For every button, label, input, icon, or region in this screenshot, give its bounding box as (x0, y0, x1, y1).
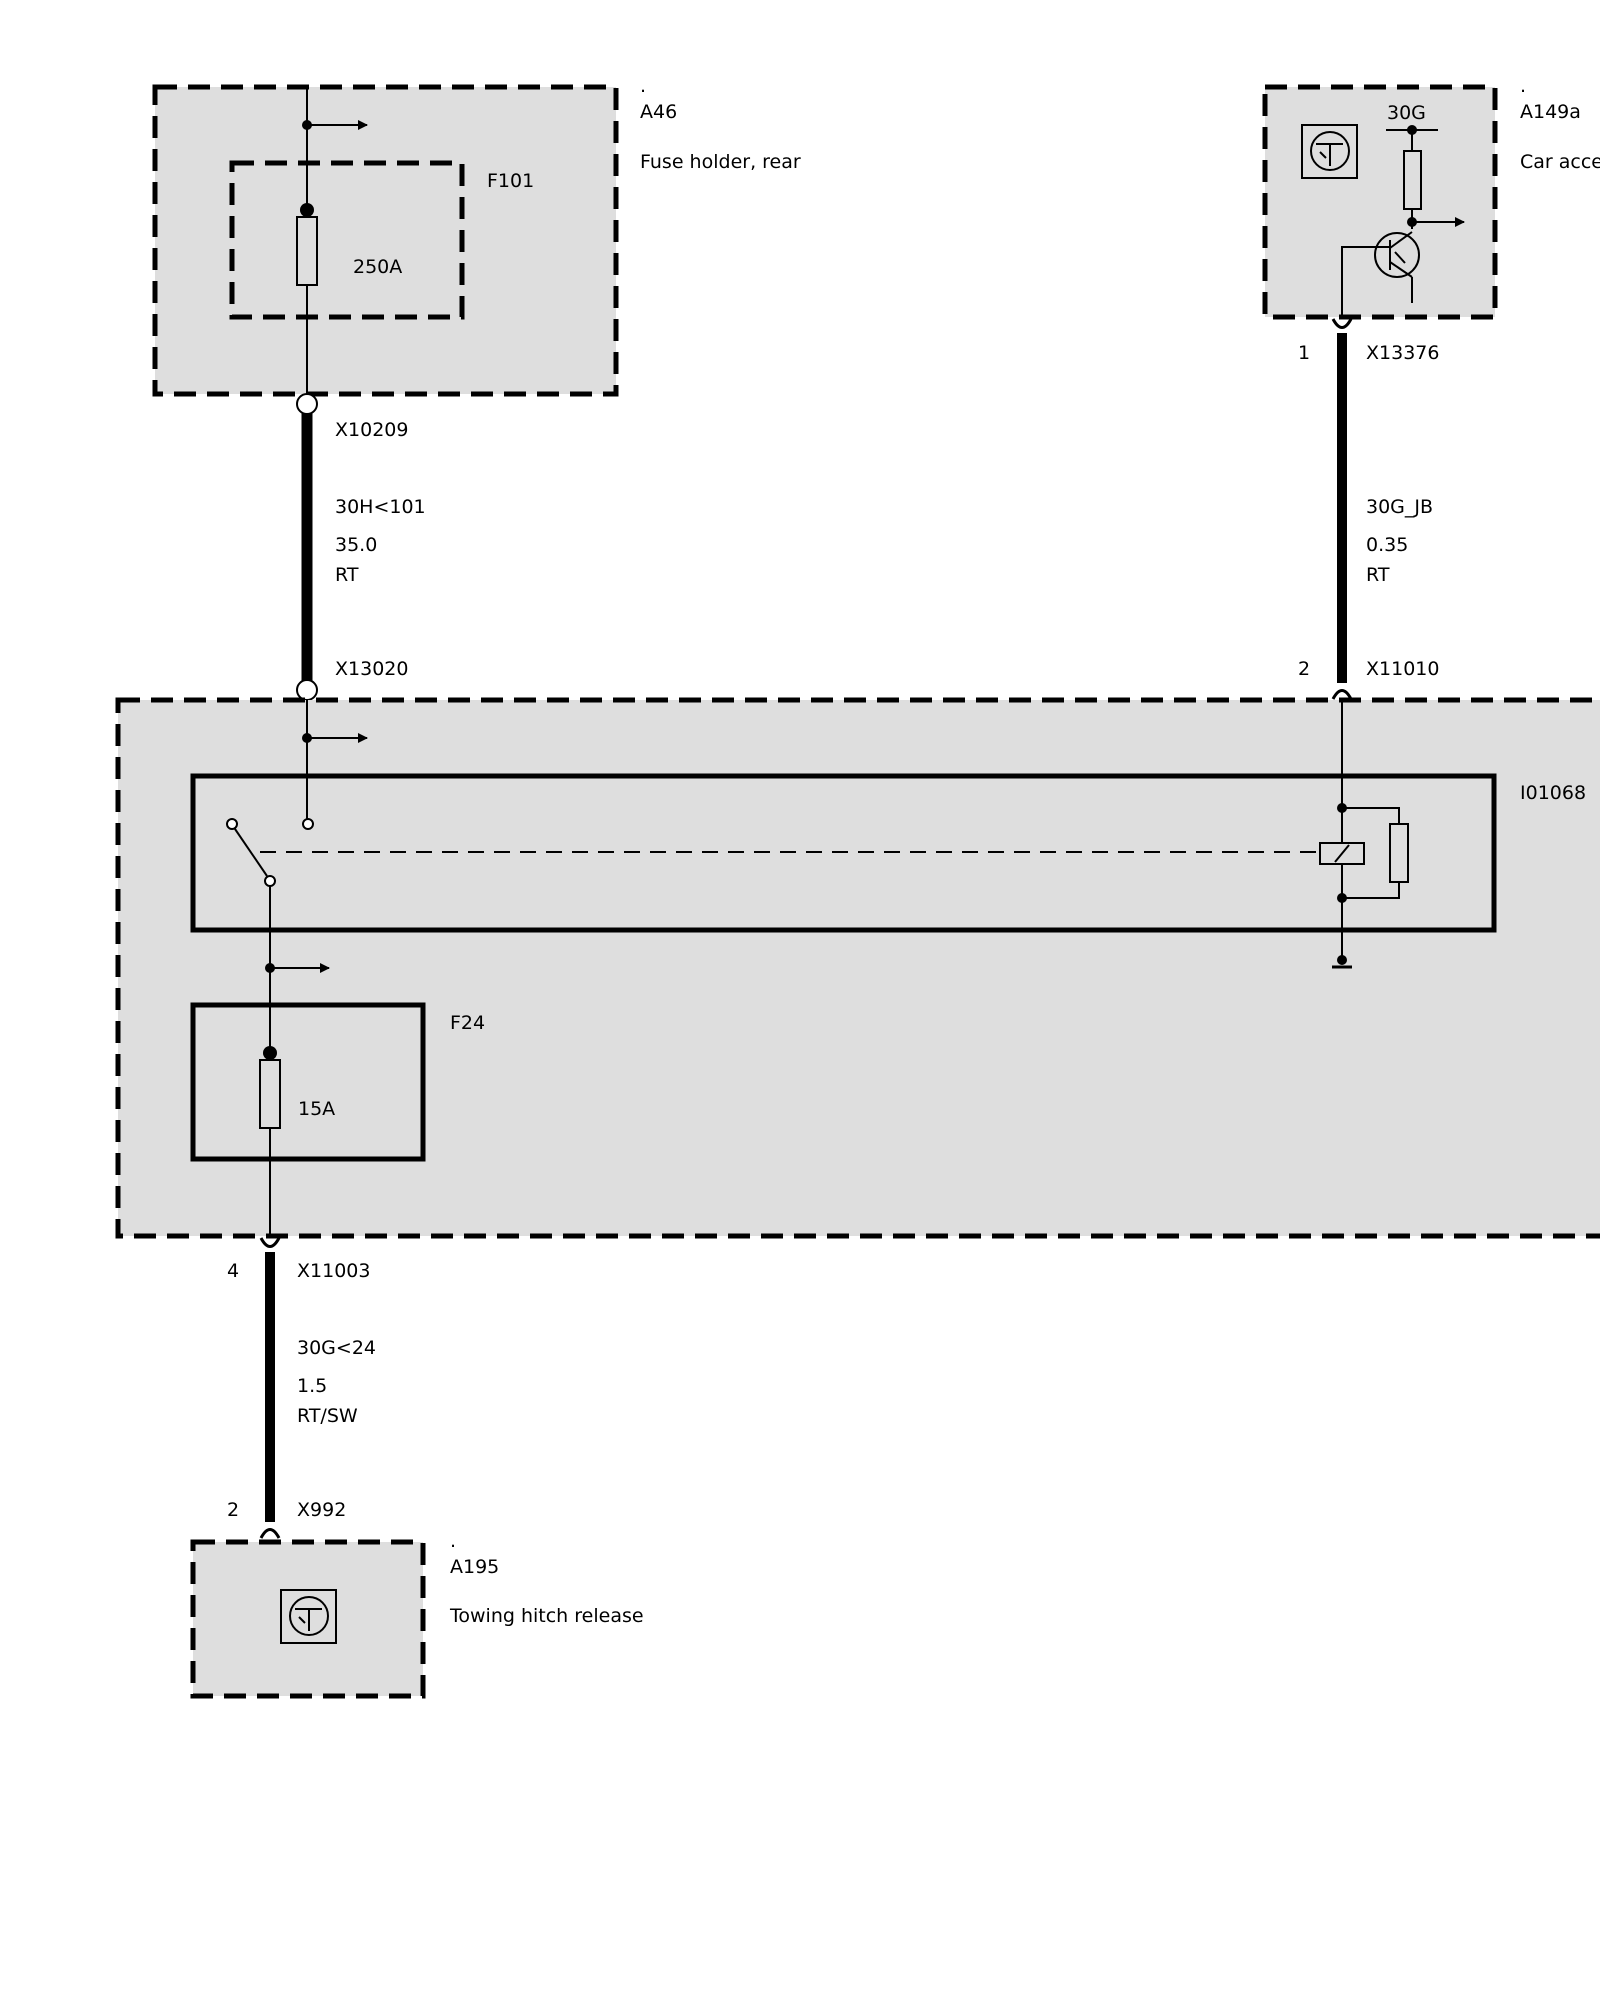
a46-id: A46 (640, 101, 677, 123)
a149a-car-access-system: 30G . A149a Car access system (1262, 75, 1600, 320)
a195-dot: . (450, 1530, 456, 1552)
connector-x11003-pin: 4 (227, 1260, 239, 1282)
wire-circuit-label: 30H<101 (335, 496, 426, 518)
f24-id: F24 (450, 1012, 485, 1034)
wire-30h-101: X10209 30H<101 35.0 RT X13020 (296, 393, 426, 701)
connector-x13376-pin: 1 (1298, 342, 1310, 364)
connector-x992-symbol (259, 1528, 281, 1539)
f101-rating: 250A (353, 256, 402, 278)
wire-gauge-label: 35.0 (335, 534, 377, 556)
wire-30g-24: 4 X11003 30G<24 1.5 RT/SW 2 X992 (227, 1237, 376, 1539)
wire-color-label: RT/SW (297, 1405, 358, 1427)
connector-x992-pin: 2 (227, 1499, 239, 1521)
connector-x992-label: X992 (297, 1499, 346, 1521)
relay-i01068-box (190, 773, 1497, 933)
a195-id: A195 (450, 1556, 499, 1578)
a149a-description: Car access system (1520, 151, 1600, 173)
a46-description: Fuse holder, rear (640, 151, 801, 173)
a46-box (152, 84, 619, 397)
terminal-30g-label: 30G (1387, 102, 1426, 124)
f101-box (229, 160, 465, 320)
connector-x11003-label: X11003 (297, 1260, 370, 1282)
wire-gauge-label: 1.5 (297, 1375, 327, 1397)
connector-x13020-label: X13020 (335, 658, 408, 680)
connector-x11010-label: X11010 (1366, 658, 1439, 680)
relay-i01068-label: I01068 (1520, 782, 1586, 804)
wire-color-label: RT (335, 564, 359, 586)
connector-x13376-label: X13376 (1366, 342, 1439, 364)
connector-x11010-pin: 2 (1298, 658, 1310, 680)
connector-x10209-symbol (296, 393, 318, 415)
relay-switch-blade (234, 828, 268, 877)
f24-rating: 15A (298, 1098, 335, 1120)
a46-dot: . (640, 75, 646, 97)
connector-x11003-symbol (259, 1237, 281, 1248)
connector-x10209-label: X10209 (335, 419, 408, 441)
wire-color-label: RT (1366, 564, 1390, 586)
wire-circuit-label: 30G<24 (297, 1337, 376, 1359)
a149a-box (1262, 84, 1498, 320)
a195-description: Towing hitch release (449, 1605, 644, 1627)
f101-id: F101 (487, 170, 534, 192)
relay-contact-common (226, 818, 238, 830)
f24-box (190, 1002, 426, 1162)
connector-x13020-symbol (296, 679, 318, 701)
connector-x13376-symbol (1331, 318, 1353, 329)
junction-box-panel (115, 697, 1600, 1239)
a149a-dot: . (1520, 75, 1526, 97)
fuse-f24-symbol (259, 1059, 281, 1129)
a195-towing-hitch-release: . A195 Towing hitch release (190, 1530, 644, 1699)
relay-contact-fixed (302, 818, 314, 830)
a149a-id: A149a (1520, 101, 1581, 123)
junction-box: I01068 F24 15A (115, 697, 1600, 1239)
connector-x11010-symbol (1331, 689, 1353, 700)
fuse-f101-symbol (296, 216, 318, 286)
wire-gauge-label: 0.35 (1366, 534, 1408, 556)
transistor-symbol (1374, 232, 1420, 278)
wire-circuit-label: 30G_JB (1366, 496, 1433, 518)
relay-resistor-symbol (1389, 823, 1409, 883)
a46-fuse-holder: . A46 Fuse holder, rear F101 250A (152, 75, 801, 397)
wire-30g-jb: 1 X13376 30G_JB 0.35 RT 2 X11010 (1298, 318, 1439, 700)
resistor-symbol (1403, 150, 1422, 210)
